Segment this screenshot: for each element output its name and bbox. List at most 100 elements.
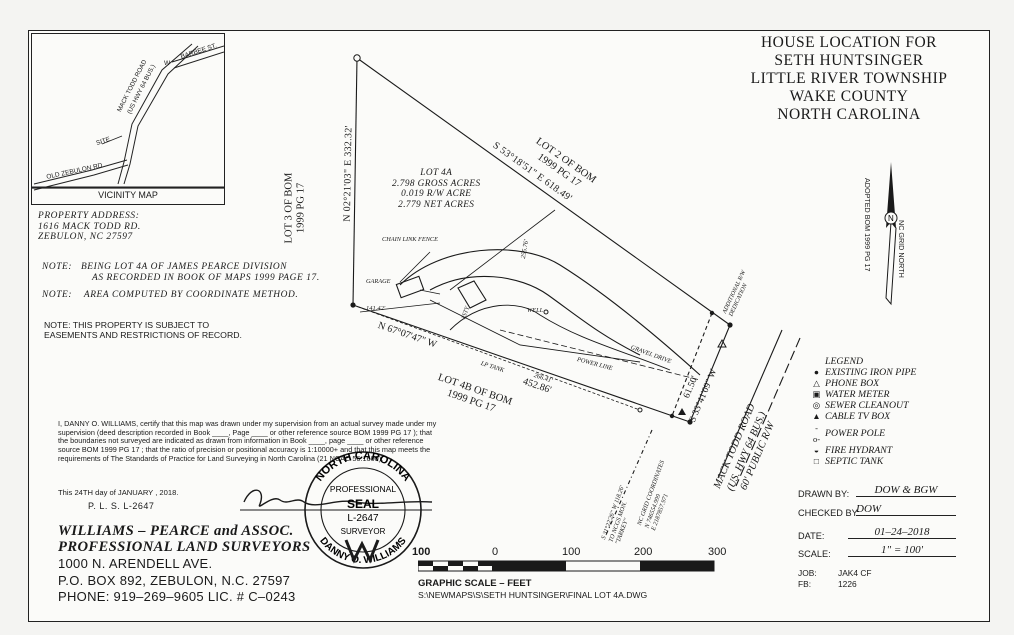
seal-surveyor: SURVEYOR: [341, 527, 386, 536]
job-label: JOB:: [798, 568, 817, 578]
garage-outline: [395, 275, 425, 299]
legend-item: ▲CABLE TV BOX: [812, 411, 891, 423]
surveyor-seal: NORTH CAROLINA DANNY O. WILLIAMS PROFESS…: [304, 450, 422, 569]
restrictions-note: NOTE: THIS PROPERTY IS SUBJECT TO EASEME…: [44, 320, 242, 340]
legend-item: -o-POWER POLE: [812, 422, 886, 444]
company-address: 1000 N. ARENDELL AVE. P.O. BOX 892, ZEBU…: [58, 556, 296, 604]
legend: LEGEND ●EXISTING IRON PIPE △PHONE BOX ▣W…: [812, 356, 916, 467]
address-street: 1616 MACK TODD RD.: [38, 221, 141, 232]
svg-text:N: N: [888, 214, 894, 223]
corner-pin-ne: [727, 322, 733, 328]
west-bearing: N 02°21'03" E 332.32': [341, 125, 355, 222]
job-value: JAK4 CF: [838, 568, 872, 578]
company-name: WILLIAMS – PEARCE and ASSOC. PROFESSIONA…: [58, 523, 311, 555]
drawn-by-label: DRAWN BY:: [798, 489, 850, 499]
scale-label: SCALE:: [798, 549, 831, 559]
well-label: WELL: [527, 307, 544, 314]
mack-todd-road-line: [117, 43, 193, 185]
scale-ticks: 100 0 100 200 300: [412, 546, 727, 558]
west-boundary: [352, 57, 358, 306]
legend-title: LEGEND: [825, 356, 864, 367]
site-pointer: [101, 135, 123, 145]
sewer-cleanout-icon: ◎: [812, 400, 821, 411]
gravel-drive-inner: [429, 275, 641, 356]
water-meter-icon: ▣: [812, 389, 821, 400]
corner-pin-nw: [353, 54, 361, 62]
power-pole-symbol: [637, 407, 643, 413]
power-line: [352, 304, 641, 411]
date-label: DATE:: [798, 531, 825, 541]
legend-item: ◒FIRE HYDRANT: [813, 444, 893, 456]
south-boundary: [352, 304, 691, 423]
lot-4a-title: LOT 4A: [420, 168, 453, 178]
power-pole-icon: -o-: [812, 422, 821, 444]
chain-link-fence-label: CHAIN LINK FENCE: [382, 236, 438, 243]
surveyor-certification: I, DANNY O. WILLIAMS, certify that this …: [58, 419, 437, 463]
legend-item: □SEPTIC TANK: [813, 455, 884, 467]
cable-box-symbol: [678, 408, 686, 415]
phone-box-icon: △: [813, 378, 820, 389]
address-city: ZEBULON, NC 27597: [38, 232, 133, 242]
note-1-line-2: AS RECORDED IN BOOK OF MAPS 1999 PAGE 17…: [92, 273, 320, 283]
east-boundary: [689, 324, 731, 423]
septic-tank-icon: □: [813, 455, 820, 466]
corner-pin-se: [687, 419, 693, 425]
legend-item: ▣WATER METER: [812, 389, 890, 401]
lot-3-label: LOT 3 OF BOM 1999 PG 17: [283, 172, 307, 244]
lot-4a-block: LOT 4A 2.798 GROSS ACRES 0.019 R/W ACRE …: [392, 168, 481, 210]
seal-professional: PROFESSIONAL: [330, 484, 396, 494]
adopted-north-label: ADOPTED BOM 1999 PG 17: [863, 178, 872, 272]
legend-item: △PHONE BOX: [813, 378, 880, 390]
net-acres: 2.779 NET ACRES: [398, 199, 475, 210]
dim-141: 141.42': [366, 305, 386, 312]
house-outline: [457, 280, 487, 309]
grid-north-label: NC GRID NORTH: [897, 220, 906, 278]
seal-monogram: [344, 539, 380, 564]
rw-acre: 0.019 R/W ACRE: [401, 189, 472, 200]
tie-line: [605, 429, 653, 536]
note-1: NOTE: BEING LOT 4A OF JAMES PEARCE DIVIS…: [42, 262, 288, 272]
legend-item: ◎SEWER CLEANOUT: [812, 400, 909, 412]
row-line: [671, 312, 713, 417]
vicinity-roads: [32, 43, 224, 191]
fire-hydrant-icon: ◒: [813, 444, 820, 455]
vicinity-map: BARBEE ST. W MACK TODD ROAD (US HWY 64 B…: [31, 33, 225, 205]
date-value: 01–24–2018: [848, 526, 956, 539]
north-boundary: [356, 57, 731, 326]
zebulon-road-line: [33, 159, 128, 185]
road-edge-1: [717, 329, 783, 479]
address-heading: PROPERTY ADDRESS:: [38, 211, 140, 221]
checked-by-value: DOW: [856, 503, 956, 516]
pls-number: P. L. S. L-2647: [88, 501, 155, 511]
barbee-street-line: [171, 45, 224, 63]
phone-box-symbol: [717, 338, 727, 348]
seal-number: L-2647: [347, 513, 379, 524]
vicinity-map-label: VICINITY MAP: [98, 190, 158, 200]
garage-label: GARAGE: [366, 278, 391, 285]
legend-item: ●EXISTING IRON PIPE: [813, 367, 917, 379]
dim-line-141: [359, 302, 441, 313]
drawn-by-value: DOW & BGW: [856, 484, 956, 497]
scale-value: 1" = 100': [848, 544, 956, 557]
graphic-scale-bar: [418, 560, 715, 572]
note-2: NOTE: AREA COMPUTED BY COORDINATE METHOD…: [42, 290, 299, 300]
iron-pipe-icon: ●: [813, 367, 820, 378]
road-centerline: [735, 337, 801, 487]
barbee-w-label: W: [164, 60, 171, 67]
property-address: PROPERTY ADDRESS: 1616 MACK TODD RD. ZEB…: [38, 211, 141, 243]
file-path: S:\NEWMAPS\S\SETH HUNTSINGER\FINAL LOT 4…: [418, 590, 648, 600]
fb-value: 1226: [838, 579, 857, 589]
map-title: HOUSE LOCATION FOR SETH HUNTSINGER LITTL…: [750, 34, 948, 123]
seal-word: SEAL: [347, 497, 379, 511]
checked-by-label: CHECKED BY:: [798, 508, 860, 518]
gross-acres: 2.798 GROSS ACRES: [392, 178, 481, 189]
corner-pin-sw: [350, 302, 356, 308]
seal-bottom-text: DANNY O. WILLIAMS: [317, 535, 409, 566]
graphic-scale-label: GRAPHIC SCALE – FEET: [418, 578, 532, 589]
well-symbol: [543, 309, 549, 315]
fb-label: FB:: [798, 579, 812, 589]
dim-line-255: [449, 209, 556, 291]
certification-date: This 24TH day of JANUARY , 2018.: [58, 488, 179, 497]
signature: [240, 489, 433, 511]
